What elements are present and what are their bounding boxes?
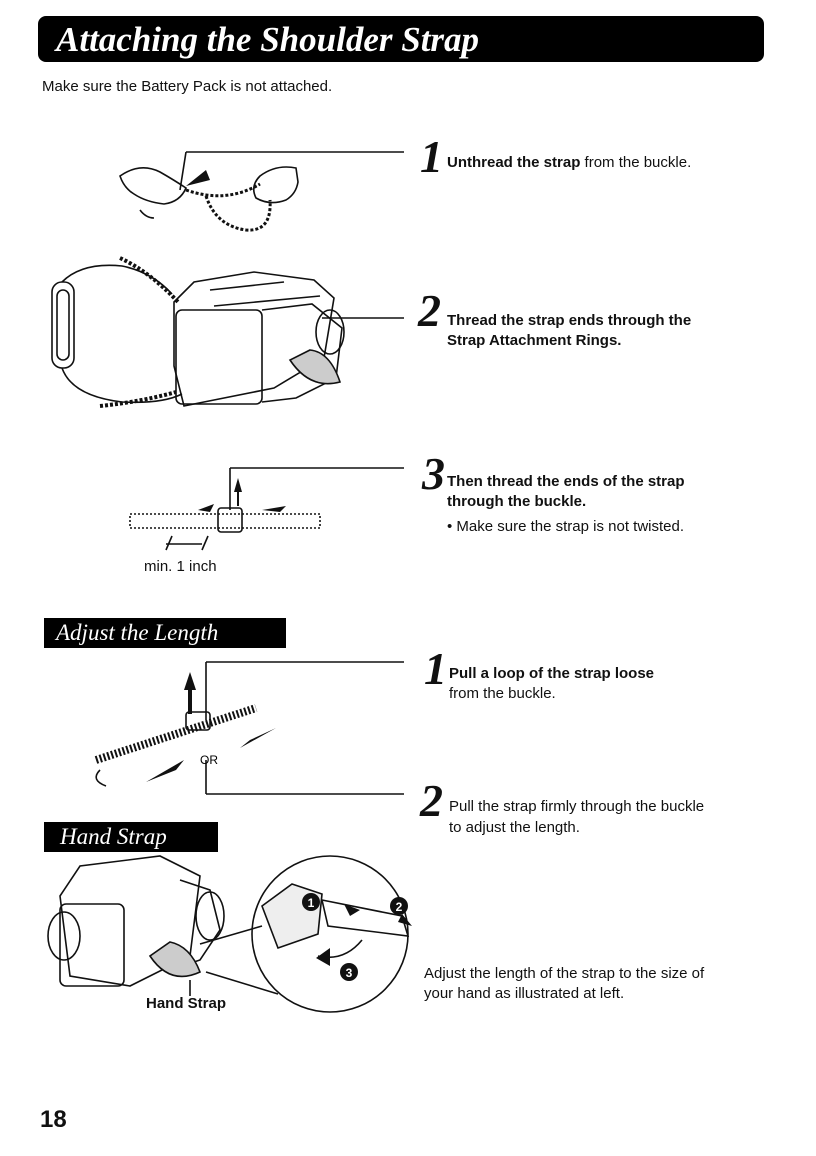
adjust-heading-bar xyxy=(44,618,286,648)
adjust-step-1-line2: from the buckle. xyxy=(449,685,556,702)
adjust-step-1-number: 1 xyxy=(424,643,447,694)
step-3-line2: through the buckle. xyxy=(447,493,587,510)
marker-2: 2 xyxy=(396,900,403,914)
hand-strap-text-line1: Adjust the length of the strap to the si… xyxy=(424,965,705,982)
hand-strap-heading-bar xyxy=(44,822,218,852)
hand-strap-heading: Hand Strap xyxy=(60,824,167,849)
adjust-step-1-bold: Pull a loop of the strap loose xyxy=(449,665,655,682)
hand-strap-illustration xyxy=(47,855,410,1013)
hand-strap-markers: 1 2 3 xyxy=(302,893,408,981)
step-2-line1: Thread the strap ends through the xyxy=(447,312,692,329)
step-2-line2: Strap Attachment Rings. xyxy=(447,332,622,349)
marker-3: 3 xyxy=(346,966,353,980)
or-label: OR xyxy=(200,753,218,767)
min-length-label: min. 1 inch xyxy=(144,558,217,575)
buckle-illustration xyxy=(129,467,404,551)
step-1-number: 1 xyxy=(420,131,443,182)
step-1-bold: Unthread the strap xyxy=(447,154,581,171)
hands-unthreading-illustration xyxy=(119,151,404,232)
hand-strap-label: Hand Strap xyxy=(146,995,227,1012)
step-1-text: Unthread the strap from the buckle. xyxy=(447,153,691,173)
adjust-step-2-number: 2 xyxy=(420,775,443,826)
adjust-step-2-line2: to adjust the length. xyxy=(449,819,580,836)
step-1-rest: from the buckle. xyxy=(580,154,692,171)
adjust-step-2-line1: Pull the strap firmly through the buckle xyxy=(449,798,705,815)
adjust-length-illustration xyxy=(94,661,404,795)
hand-strap-text-line2: your hand as illustrated at left. xyxy=(424,985,625,1002)
step-3-line1: Then thread the ends of the strap xyxy=(447,473,685,490)
step-2-number: 2 xyxy=(418,285,441,336)
camera-strap-illustration xyxy=(51,256,345,408)
page-title: Attaching the Shoulder Strap xyxy=(56,20,480,59)
step-3-number: 3 xyxy=(422,448,445,499)
page-number: 18 xyxy=(40,1106,67,1133)
step-3-bullet: • Make sure the strap is not twisted. xyxy=(447,518,685,535)
marker-1: 1 xyxy=(308,896,315,910)
title-bar xyxy=(38,16,764,62)
intro-text: Make sure the Battery Pack is not attach… xyxy=(42,78,333,95)
adjust-heading: Adjust the Length xyxy=(56,620,219,645)
